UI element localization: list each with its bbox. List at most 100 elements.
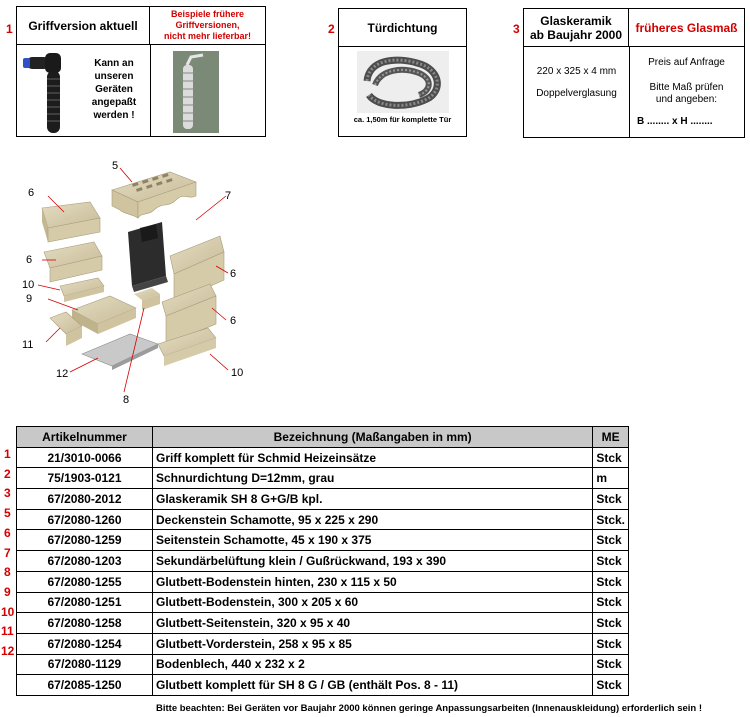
- cell-article-number: 67/2080-1255: [16, 570, 153, 593]
- handle-old-header: Beispiele frühere Griffversionen, nicht …: [150, 7, 265, 45]
- desc-line: angepaßt: [91, 97, 137, 108]
- footer-note: Bitte beachten: Bei Geräten vor Baujahr …: [156, 703, 703, 714]
- cell-article-number: 67/2080-1251: [16, 591, 153, 614]
- position-number: 10: [1, 604, 15, 619]
- table-header-row: Artikelnummer Bezeichnung (Maßangaben in…: [16, 426, 629, 448]
- diagram-label-5: 5: [112, 160, 119, 172]
- cell-description: Glutbett-Seitenstein, 320 x 95 x 40: [151, 612, 594, 634]
- diagram-label-11: 11: [22, 339, 34, 351]
- old-handle-image: [173, 51, 219, 133]
- col-description: Bezeichnung (Maßangaben in mm): [151, 426, 594, 448]
- cell-article-number: 75/1903-0121: [16, 467, 153, 490]
- door-seal-box: Türdichtung ca. 1,50m für komplette Tür: [338, 8, 467, 137]
- position-number: 8: [4, 565, 11, 580]
- handle-current-header: Griffversion aktuell: [17, 7, 150, 45]
- door-seal-image: [357, 51, 449, 113]
- check-line1: Bitte Maß prüfen: [649, 82, 724, 93]
- cell-description: Glutbett-Bodenstein hinten, 230 x 115 x …: [151, 570, 594, 593]
- cell-description: Deckenstein Schamotte, 95 x 225 x 290: [151, 508, 594, 531]
- glass-header: Glaskeramik ab Baujahr 2000: [524, 9, 629, 47]
- cell-unit: Stck.: [592, 508, 629, 531]
- position-number: 12: [1, 644, 15, 658]
- glass-header-line1: Glaskeramik: [540, 13, 612, 28]
- diagram-label-6: 6: [230, 315, 237, 327]
- door-seal-caption: ca. 1,50m für komplette Tür: [353, 115, 452, 124]
- cell-description: Glutbett-Vorderstein, 258 x 95 x 85: [151, 632, 594, 655]
- cell-article-number: 67/2080-1129: [16, 653, 153, 676]
- cell-article-number: 67/2080-2012: [16, 488, 153, 510]
- cell-description: Glutbett-Bodenstein, 300 x 205 x 60: [151, 591, 594, 614]
- cell-unit: Stck: [592, 632, 629, 655]
- section-number-3: 3: [513, 22, 520, 36]
- price-info: Preis auf Anfrage: [648, 57, 725, 68]
- check-line2: und angeben:: [655, 94, 718, 105]
- position-number: 6: [4, 525, 11, 540]
- cell-description: Glaskeramik SH 8 G+G/B kpl.: [151, 488, 594, 510]
- cell-article-number: 67/2080-1260: [16, 508, 153, 531]
- position-number: 5: [4, 506, 11, 521]
- col-article-number: Artikelnummer: [16, 426, 153, 448]
- diagram-label-6: 6: [28, 187, 35, 199]
- glass-dimension: 220 x 325 x 4 mm: [536, 66, 617, 77]
- position-number: 7: [4, 545, 11, 560]
- glass-box: Glaskeramik ab Baujahr 2000 früheres Gla…: [523, 8, 745, 138]
- desc-line: Geräten: [95, 84, 133, 95]
- handle-old-line2: Griffversionen,: [175, 20, 240, 30]
- desc-line: unseren: [94, 71, 134, 82]
- cell-unit: Stck: [592, 674, 629, 696]
- cell-description: Bodenblech, 440 x 232 x 2: [151, 653, 594, 676]
- section-number-2: 2: [328, 22, 335, 36]
- cell-unit: Stck: [592, 612, 629, 634]
- diagram-label-10: 10: [231, 367, 244, 379]
- divider: [150, 45, 151, 136]
- cell-description: Seitenstein Schamotte, 45 x 190 x 375: [151, 529, 594, 552]
- position-number: 11: [1, 624, 14, 639]
- handle-old-line1: Beispiele frühere: [170, 9, 245, 19]
- position-number: 9: [4, 584, 11, 599]
- position-number: 1: [4, 447, 11, 461]
- cell-description: Griff komplett für Schmid Heizeinsätze: [151, 446, 594, 469]
- diagram-label-7: 7: [225, 190, 232, 202]
- cell-description: Sekundärbelüftung klein / Gußrückwand, 1…: [151, 550, 594, 572]
- diagram-label-6: 6: [26, 254, 33, 266]
- parts-table: Artikelnummer Bezeichnung (Maßangaben in…: [16, 426, 629, 696]
- cell-unit: Stck: [592, 653, 629, 676]
- cell-article-number: 67/2085-1250: [16, 674, 153, 696]
- part-5-top-brick: [111, 171, 197, 219]
- diagram-label-10: 10: [22, 279, 35, 291]
- desc-line: Kann an: [94, 58, 134, 69]
- old-glass-header: früheres Glasmaß: [629, 9, 744, 47]
- cell-unit: Stck: [592, 488, 629, 510]
- cell-article-number: 67/2080-1259: [16, 529, 153, 552]
- diagram-label-12: 12: [56, 368, 69, 380]
- col-unit: ME: [592, 426, 629, 448]
- handle-description: Kann an unseren Geräten angepaßt werden …: [79, 57, 149, 122]
- glass-glazing: Doppelverglasung: [536, 88, 617, 99]
- cell-article-number: 67/2080-1258: [16, 612, 153, 634]
- diagram-label-8: 8: [123, 394, 130, 406]
- cell-unit: Stck: [592, 550, 629, 572]
- position-number: 3: [4, 486, 11, 501]
- cell-article-number: 67/2080-1254: [16, 632, 153, 655]
- cell-description: Schnurdichtung D=12mm, grau: [151, 467, 594, 490]
- handle-box: Griffversion aktuell Beispiele frühere G…: [16, 6, 266, 137]
- cell-article-number: 21/3010-0066: [16, 446, 153, 469]
- exploded-diagram: [37, 167, 229, 393]
- desc-line: werden !: [93, 110, 135, 121]
- cell-unit: Stck: [592, 446, 629, 469]
- cell-unit: Stck: [592, 570, 629, 593]
- divider: [629, 47, 630, 137]
- diagram-label-6: 6: [230, 268, 237, 280]
- cell-unit: Stck: [592, 591, 629, 614]
